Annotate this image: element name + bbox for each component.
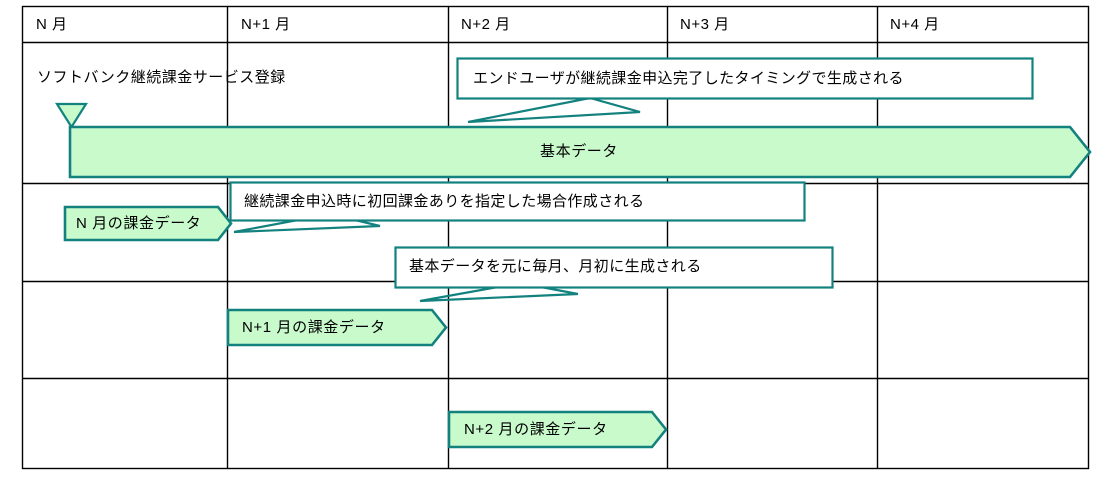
callout-first-billing-text: 継続課金申込時に初回課金ありを指定した場合作成される <box>244 193 645 210</box>
basic-data-label: 基本データ <box>540 143 619 160</box>
callout-basic-data-pointer <box>467 96 641 124</box>
callout-2-rect <box>229 181 806 222</box>
callout-basic-data-text: エンドユーザが継続課金申込完了したタイミングで生成される <box>473 70 904 87</box>
service-registration-label: ソフトバンク継続課金サービス登録 <box>37 69 286 86</box>
callout-monthly-billing-box <box>394 246 834 289</box>
basic-data-bar <box>68 125 1092 179</box>
callout-monthly-billing-text: 基本データを元に毎月、月初に生成される <box>409 258 702 275</box>
column-header-n2: N+2 月 <box>461 16 511 33</box>
service-registration-marker <box>55 102 88 130</box>
billing-data-n2-shape <box>447 410 668 449</box>
billing-data-n1-pentagon <box>226 308 448 347</box>
column-header-n4: N+4 月 <box>890 16 940 33</box>
billing-data-n2-pentagon <box>447 410 668 449</box>
column-header-n1: N+1 月 <box>241 16 291 33</box>
timeline-grid <box>21 5 1090 470</box>
billing-data-n2-label: N+2 月の課金データ <box>464 421 608 438</box>
column-header-n: N 月 <box>36 16 68 33</box>
callout-basic-data-box <box>456 57 1034 100</box>
billing-data-n-label: N 月の課金データ <box>76 215 202 232</box>
basic-data-arrow-shape <box>68 125 1092 179</box>
billing-data-n-pentagon <box>63 205 233 242</box>
callout-1-rect <box>456 57 1034 100</box>
column-header-n3: N+3 月 <box>680 16 730 33</box>
billing-data-n1-label: N+1 月の課金データ <box>242 319 386 336</box>
callout-3-rect <box>394 246 834 289</box>
callout-first-billing-box <box>229 181 806 222</box>
down-triangle-icon <box>55 102 88 130</box>
billing-data-n1-shape <box>226 308 448 347</box>
billing-data-n-shape <box>63 205 233 242</box>
pointer-wedge-1 <box>467 96 641 124</box>
grid-outer-border <box>21 5 1090 470</box>
